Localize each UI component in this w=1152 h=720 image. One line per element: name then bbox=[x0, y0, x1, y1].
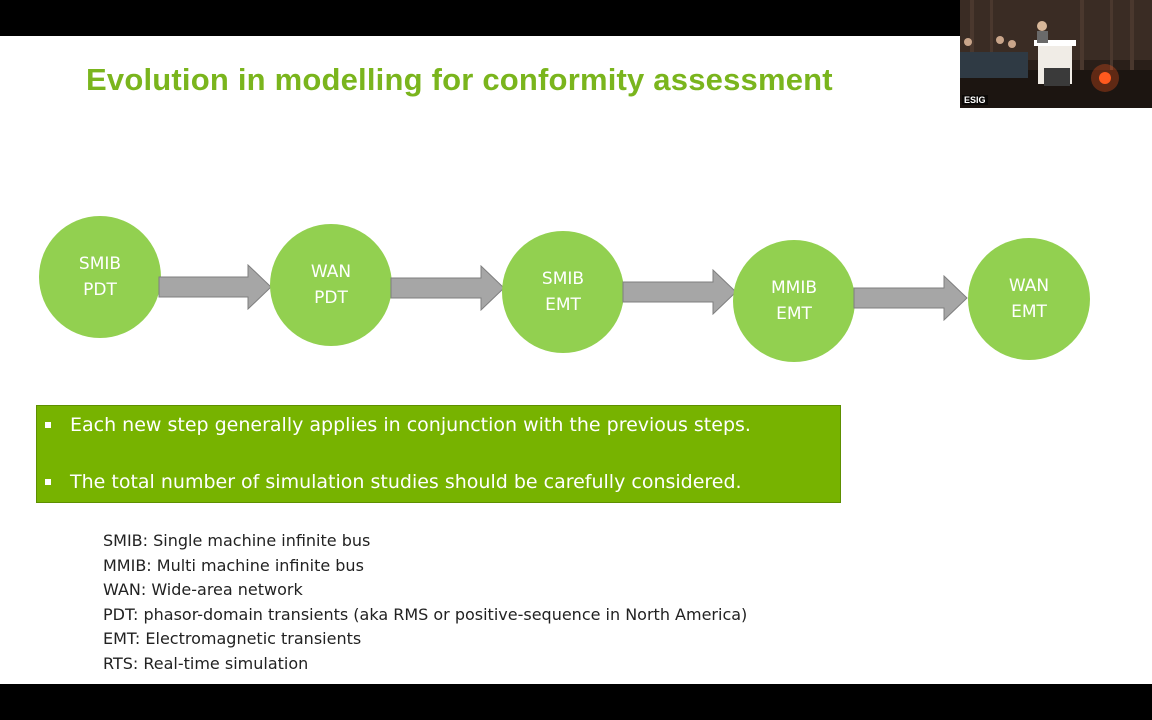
flow-step-smib-emt: SMIB EMT bbox=[502, 231, 624, 353]
flow-step-label-line1: SMIB bbox=[78, 254, 122, 274]
flow-arrow-2 bbox=[390, 265, 505, 311]
flow-step-wan-emt: WAN EMT bbox=[968, 238, 1090, 360]
flow-step-smib-pdt: SMIB PDT bbox=[39, 216, 161, 338]
glossary-item: PDT: phasor-domain transients (aka RMS o… bbox=[103, 604, 748, 624]
flow-step-label-line1: WAN bbox=[1008, 276, 1050, 296]
flow-step-label-line2: EMT bbox=[776, 304, 812, 324]
letterbox-bottom bbox=[0, 684, 1152, 720]
flow-arrow-4 bbox=[853, 275, 968, 321]
flow-step-label-line1: WAN bbox=[310, 262, 352, 282]
speaker-webcam-feed: ESIG bbox=[960, 0, 1152, 108]
glossary-item: MMIB: Multi machine infinite bus bbox=[103, 555, 364, 575]
flow-step-label-line2: EMT bbox=[545, 295, 581, 315]
webcam-source-label: ESIG bbox=[962, 95, 988, 105]
flow-step-label-line1: SMIB bbox=[541, 269, 585, 289]
glossary-item: RTS: Real-time simulation bbox=[103, 653, 309, 673]
bullet-text: Each new step generally applies in conju… bbox=[70, 414, 751, 436]
flow-step-wan-pdt: WAN PDT bbox=[270, 224, 392, 346]
flow-step-label-line2: PDT bbox=[83, 280, 117, 300]
abbreviation-glossary: SMIB: Single machine infinite bus MMIB: … bbox=[103, 529, 747, 676]
glossary-item: EMT: Electromagnetic transients bbox=[103, 629, 362, 648]
arrow-right-icon bbox=[158, 264, 272, 310]
arrow-right-icon bbox=[853, 275, 968, 321]
flow-step-mmib-emt: MMIB EMT bbox=[733, 240, 855, 362]
slide-title: Evolution in modelling for conformity as… bbox=[86, 62, 833, 97]
flow-step-label-line2: PDT bbox=[314, 288, 348, 308]
flow-step-label-line1: MMIB bbox=[770, 278, 817, 298]
conference-stage-image bbox=[960, 0, 1152, 108]
bullet-item: The total number of simulation studies s… bbox=[45, 471, 742, 493]
glossary-item: SMIB: Single machine infinite bus bbox=[103, 531, 371, 550]
arrow-right-icon bbox=[622, 269, 737, 315]
square-bullet-icon bbox=[45, 479, 51, 485]
key-notes-box: Each new step generally applies in conju… bbox=[36, 405, 841, 503]
flow-step-label-line2: EMT bbox=[1011, 302, 1047, 322]
process-flow: SMIB PDT WAN PDT SMIB EMT MMIB bbox=[0, 36, 1152, 684]
presentation-slide: Evolution in modelling for conformity as… bbox=[0, 36, 1152, 684]
flow-arrow-1 bbox=[158, 264, 272, 310]
arrow-right-icon bbox=[390, 265, 505, 311]
square-bullet-icon bbox=[45, 422, 51, 428]
glossary-item: WAN: Wide-area network bbox=[103, 580, 303, 599]
flow-arrow-3 bbox=[622, 269, 737, 315]
bullet-item: Each new step generally applies in conju… bbox=[45, 414, 751, 436]
bullet-text: The total number of simulation studies s… bbox=[70, 471, 742, 493]
